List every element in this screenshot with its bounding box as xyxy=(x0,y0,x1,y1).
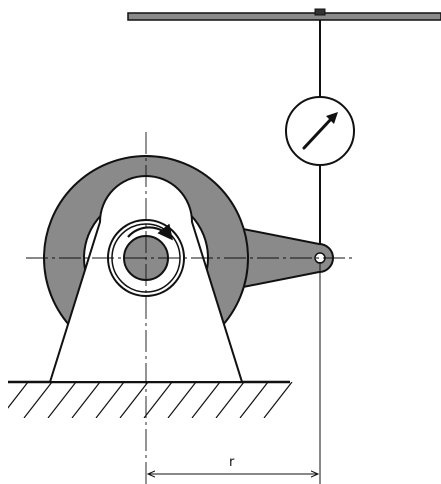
support-beam xyxy=(127,12,441,21)
rotation-arrow-icon xyxy=(127,223,173,241)
ground-hatching xyxy=(8,382,293,418)
beam-hook xyxy=(314,8,326,16)
dimension-label: r xyxy=(229,455,235,470)
dial-gauge-icon xyxy=(285,96,355,166)
